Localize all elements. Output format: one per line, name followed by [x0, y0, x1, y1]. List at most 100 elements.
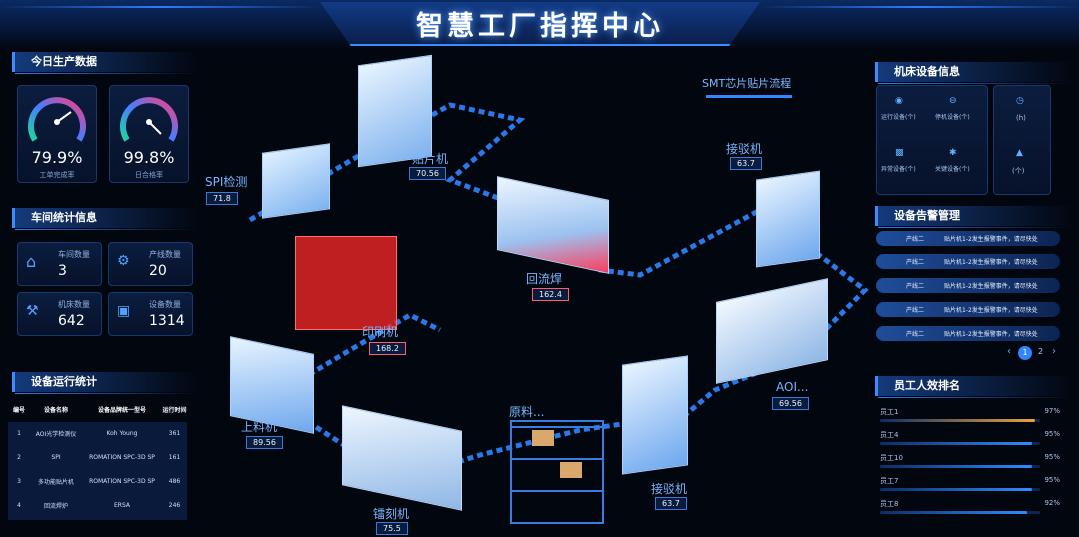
house-icon: ⌂ — [26, 252, 37, 271]
spi-machine[interactable] — [262, 143, 330, 219]
stat-card-machine: ⚒ 机床数量 642 — [17, 292, 102, 336]
ranking-name: 员工4 — [880, 431, 899, 439]
machine-info-stopped: 停机设备(个) — [935, 114, 970, 121]
gauge-card-pass: 99.8% 日合格率 — [109, 85, 189, 183]
stopped-icon: ⊖ — [949, 96, 957, 106]
alarm-item[interactable]: 产线二贴片机1-2发生报警事件，请尽快处 — [876, 231, 1060, 246]
pagination-page-1[interactable]: 1 — [1018, 346, 1032, 360]
station-printer-label: 印刷机 — [362, 325, 399, 339]
ranking-name: 员工10 — [880, 454, 903, 462]
ranking-bar-track — [880, 488, 1040, 491]
stat-card-workshop: ⌂ 车间数量 3 — [17, 242, 102, 286]
gauge-completion-value: 79.9% — [31, 148, 83, 167]
ranking-name: 员工7 — [880, 477, 899, 485]
station-reflow-label: 回流焊 — [526, 272, 563, 286]
ranking-pct: 97% — [1044, 407, 1060, 415]
alarm-item[interactable]: 产线二贴片机1-2发生报警事件，请尽快处 — [876, 326, 1060, 341]
stat-machine-label: 机床数量 — [58, 300, 90, 309]
ranking-bar-fill — [880, 419, 1036, 422]
machine-info-count: (个) — [1012, 167, 1025, 175]
ranking-bar-track — [880, 511, 1040, 514]
ranking-name: 员工1 — [880, 408, 899, 416]
alarm-item[interactable]: 产线二贴片机1-2发生报警事件，请尽快处 — [876, 254, 1060, 269]
alarm-item[interactable]: 产线二贴片机1-2发生报警事件，请尽快处 — [876, 302, 1060, 317]
production-panel-title: 今日生产数据 — [12, 52, 199, 74]
workshop-panel-title: 车间统计信息 — [12, 208, 199, 230]
station-aoi-label: AOI... — [776, 380, 809, 394]
abnormal-icon: ▩ — [895, 148, 904, 158]
running-icon: ◉ — [895, 96, 903, 106]
ranking-pct: 95% — [1044, 476, 1060, 484]
col-header-runtime: 运行时间 — [162, 406, 187, 414]
alarm-panel-title: 设备告警管理 — [875, 206, 1074, 228]
stat-workshop-value: 3 — [58, 263, 67, 279]
station-receiver-bottom-label: 接驳机 — [651, 482, 688, 496]
machine-icon: ⚒ — [26, 303, 39, 319]
station-receiver-top-label: 接驳机 — [726, 142, 763, 156]
ranking-row: 员工10 95% — [880, 451, 1060, 471]
ranking-bar-fill — [880, 442, 1032, 445]
station-mounter-value: 70.56 — [409, 167, 446, 180]
machine-info-key: 关键设备(个) — [935, 166, 970, 173]
alarm-item[interactable]: 产线二贴片机1-2发生报警事件，请尽快处 — [876, 278, 1060, 293]
receiver-top-machine[interactable] — [756, 170, 820, 268]
material-rack[interactable] — [510, 420, 604, 524]
table-row[interactable]: 1 AOI光学检测仪 Koh Young 361 — [17, 429, 181, 438]
station-mounter-label: 贴片机 — [412, 152, 449, 166]
material-box — [532, 430, 554, 446]
operation-table-body: 1 AOI光学检测仪 Koh Young 361 2 SPI ROMATION … — [8, 422, 187, 520]
ranking-pct: 95% — [1044, 453, 1060, 461]
station-receiver-top-value: 63.7 — [730, 157, 762, 170]
receiver-bottom-machine[interactable] — [622, 355, 688, 475]
station-spi-value: 71.8 — [206, 192, 238, 205]
pagination-next-button[interactable]: › — [1052, 346, 1056, 357]
gauge-completion-dial — [28, 97, 86, 142]
station-engraver-label: 镭刻机 — [373, 507, 410, 521]
ranking-pct: 92% — [1044, 499, 1060, 507]
station-reflow-value: 162.4 — [532, 288, 569, 301]
stat-machine-value: 642 — [58, 313, 85, 329]
ranking-bar-fill — [880, 488, 1032, 491]
ranking-name: 员工8 — [880, 500, 899, 508]
station-spi-label: SPI检测 — [205, 175, 248, 189]
gauge-completion-label: 工单完成率 — [39, 171, 75, 179]
stat-line-label: 产线数量 — [149, 250, 181, 259]
operation-panel-title: 设备运行统计 — [12, 372, 199, 394]
station-printer-value: 168.2 — [369, 342, 406, 355]
gauge-pass-dial — [120, 97, 178, 142]
machine-info-left-card: ◉ 运行设备(个) ⊖ 停机设备(个) ▩ 异常设备(个) ✱ 关键设备(个) — [876, 85, 988, 195]
printer-machine[interactable] — [295, 236, 397, 330]
station-engraver-value: 75.5 — [376, 522, 408, 535]
col-header-name: 设备名称 — [43, 406, 68, 414]
ranking-row: 员工8 92% — [880, 497, 1060, 517]
pagination-page-2[interactable]: 2 — [1038, 347, 1044, 356]
table-row[interactable]: 3 多功能贴片机 ROMATION SPC-3D SP 486 — [17, 477, 181, 486]
gauge-pass-value: 99.8% — [123, 148, 175, 167]
flow-title: SMT芯片贴片流程 — [702, 77, 792, 90]
key-device-icon: ✱ — [949, 148, 957, 158]
ranking-bar-track — [880, 442, 1040, 445]
header-left-line — [0, 6, 320, 8]
header-right-line — [760, 6, 1079, 8]
ranking-bar-fill — [880, 465, 1032, 468]
stat-card-device: ▣ 设备数量 1314 — [108, 292, 193, 336]
stat-workshop-label: 车间数量 — [58, 250, 90, 259]
col-header-no: 编号 — [12, 406, 25, 414]
material-box — [560, 462, 582, 478]
stat-device-label: 设备数量 — [149, 300, 181, 309]
machine-info-abnormal: 异常设备(个) — [881, 166, 916, 173]
page-title: 智慧工厂指挥中心 — [320, 2, 760, 46]
machine-info-right-card: ◷ (h) ▲ (个) — [993, 85, 1051, 195]
ranking-bar-fill — [880, 511, 1028, 514]
stat-card-line: ⚙ 产线数量 20 — [108, 242, 193, 286]
table-row[interactable]: 2 SPI ROMATION SPC-3D SP 161 — [17, 453, 181, 461]
table-row[interactable]: 4 回流焊炉 ERSA 246 — [17, 501, 181, 510]
station-aoi-value: 69.56 — [772, 397, 809, 410]
warning-icon: ▲ — [1016, 148, 1023, 158]
pagination-prev-button[interactable]: ‹ — [1007, 346, 1011, 357]
machine-info-hours: (h) — [1016, 114, 1026, 122]
ranking-bar-track — [880, 419, 1040, 422]
ranking-bar-track — [880, 465, 1040, 468]
